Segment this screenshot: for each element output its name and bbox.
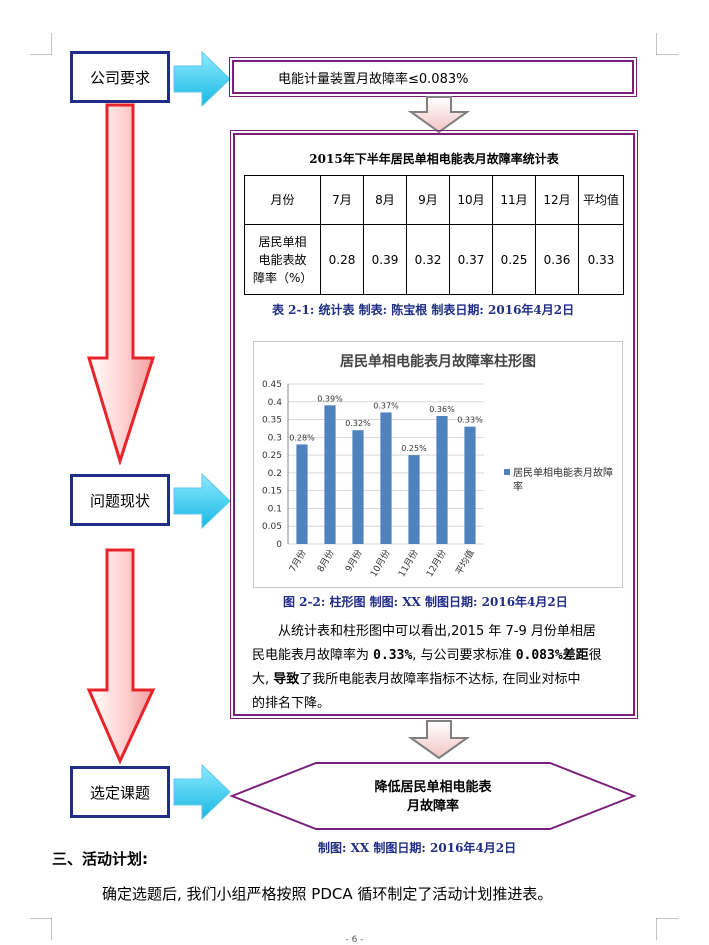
analysis-line-4: 的排名下降。 bbox=[252, 696, 331, 711]
analysis-gap: 0.083%差距 bbox=[515, 648, 589, 663]
bar-chart: 居民单相电能表月故障率柱形图 0 0.05 0.1 0.15 0.2 0.25 0.3 0.3… bbox=[262, 353, 613, 580]
analysis-paragraph: 从统计表和柱形图中可以看出,2015 年 7-9 月份单相居 民电能表月故障率为… bbox=[252, 620, 628, 716]
analysis-cause: 导致 bbox=[273, 672, 300, 687]
chart-y-tick-label: 0.1 bbox=[268, 504, 282, 514]
chart-y-tick-label: 0.05 bbox=[262, 522, 282, 532]
table-header-cell: 8月 bbox=[363, 175, 407, 225]
chart-x-tick-label: 7月份 bbox=[286, 548, 308, 575]
legend-label: 居民单相电能表月故障率 bbox=[513, 466, 613, 493]
goal-caption: 制图: XX 制图日期: 2016年4月2日 bbox=[318, 841, 517, 855]
chart-bars bbox=[296, 405, 476, 544]
chart-y-tick-label: 0.45 bbox=[262, 380, 282, 390]
chart-y-tick-label: 0.35 bbox=[262, 416, 282, 426]
section-heading: 三、活动计划: bbox=[52, 850, 148, 868]
problem-status-box: 问题现状 bbox=[70, 474, 170, 526]
failure-rate-table: 月份 7月 8月 9月 10月 11月 12月 平均值 居民单相电能表故障率（%… bbox=[244, 175, 624, 295]
cyan-right-arrow-2 bbox=[173, 472, 231, 530]
table-cell: 0.39 bbox=[363, 224, 407, 295]
analysis-text: 了我所电能表月故障率指标不达标, 在同业对标中 bbox=[299, 672, 581, 687]
chart-bar bbox=[408, 455, 420, 544]
chart-x-tick-label: 平均值 bbox=[453, 548, 477, 577]
table-cell: 0.37 bbox=[449, 224, 493, 295]
chart-y-tick-label: 0.2 bbox=[268, 469, 282, 479]
table-header-cell: 10月 bbox=[449, 175, 493, 225]
chart-data-label: 0.28% bbox=[289, 433, 315, 442]
crop-mark-top-right bbox=[656, 33, 678, 55]
requirement-box: 电能计量装置月故障率≤0.083% bbox=[229, 57, 637, 97]
goal-text: 降低居民单相电能表 月故障率 bbox=[228, 778, 638, 816]
goal-line-2: 月故障率 bbox=[406, 799, 459, 814]
table-caption: 表 2-1: 统计表 制表: 陈宝根 制表日期: 2016年4月2日 bbox=[272, 303, 575, 317]
table-row-label: 居民单相电能表故障率（%） bbox=[244, 224, 321, 295]
table-header-month: 月份 bbox=[244, 175, 321, 225]
red-down-arrow-1 bbox=[86, 103, 156, 465]
chart-y-tick-label: 0 bbox=[276, 540, 282, 550]
cyan-right-arrow-3 bbox=[173, 763, 231, 821]
topic-selection-box: 选定课题 bbox=[70, 766, 170, 818]
analysis-text: 大, bbox=[252, 672, 274, 687]
chart-x-tick-label: 11月份 bbox=[395, 548, 420, 580]
table-header-cell: 7月 bbox=[320, 175, 364, 225]
body-text: 确定选题后, 我们小组严格按照 PDCA 循环制定了活动计划推进表。 bbox=[102, 885, 553, 903]
chart-bar bbox=[352, 430, 364, 544]
chart-y-tick-label: 0.4 bbox=[268, 398, 283, 408]
table-header-cell: 平均值 bbox=[578, 175, 624, 225]
table-header-cell: 11月 bbox=[492, 175, 536, 225]
analysis-text: 民电能表月故障率为 bbox=[252, 648, 374, 663]
analysis-panel bbox=[230, 130, 638, 719]
chart-data-label: 0.25% bbox=[401, 444, 427, 453]
table-cell: 0.32 bbox=[406, 224, 450, 295]
table-title: 2015年下半年居民单相电能表月故障率统计表 bbox=[309, 152, 559, 166]
chart-y-tick-label: 0.3 bbox=[268, 433, 282, 443]
chart-x-tick-label: 8月份 bbox=[314, 548, 336, 575]
chart-y-tick-label: 0.15 bbox=[262, 487, 282, 497]
chart-bar bbox=[464, 426, 476, 544]
bar-chart-frame: 居民单相电能表月故障率柱形图 0 0.05 0.1 0.15 0.2 0.25 0.3 0.3… bbox=[253, 341, 623, 588]
chart-caption: 图 2-2: 柱形图 制图: XX 制图日期: 2016年4月2日 bbox=[283, 595, 568, 609]
requirement-text: 电能计量装置月故障率≤0.083% bbox=[278, 71, 469, 87]
table-cell: 0.25 bbox=[492, 224, 536, 295]
gray-down-arrow-2 bbox=[408, 720, 470, 760]
chart-data-label: 0.32% bbox=[345, 419, 371, 428]
page-number: - 6 - bbox=[345, 935, 364, 945]
table-cell: 0.36 bbox=[535, 224, 579, 295]
chart-y-ticks: 0 0.05 0.1 0.15 0.2 0.25 0.3 0.35 0.4 0.45 bbox=[262, 380, 282, 550]
table-header-cell: 12月 bbox=[535, 175, 579, 225]
crop-mark-top-left bbox=[30, 33, 52, 55]
chart-data-label: 0.33% bbox=[457, 416, 483, 425]
topic-selection-label: 选定课题 bbox=[89, 783, 150, 802]
company-requirement-label: 公司要求 bbox=[89, 68, 150, 87]
chart-gridlines bbox=[287, 383, 484, 545]
chart-x-tick-label: 9月份 bbox=[342, 548, 364, 575]
table-cell: 0.28 bbox=[320, 224, 364, 295]
problem-status-label: 问题现状 bbox=[89, 491, 150, 510]
chart-data-label: 0.36% bbox=[429, 405, 455, 414]
analysis-rate: 0.33% bbox=[373, 648, 413, 663]
analysis-text: , 与公司要求标准 bbox=[412, 648, 516, 663]
cyan-right-arrow-1 bbox=[173, 50, 231, 108]
chart-bar bbox=[296, 444, 308, 544]
chart-x-tick-label: 12月份 bbox=[423, 548, 448, 580]
gray-down-arrow-1 bbox=[408, 96, 470, 134]
analysis-text: 很 bbox=[588, 648, 602, 663]
chart-data-label: 0.39% bbox=[317, 394, 343, 403]
goal-line-1: 降低居民单相电能表 bbox=[374, 780, 492, 795]
chart-y-tick-label: 0.25 bbox=[262, 451, 282, 461]
analysis-line-1: 从统计表和柱形图中可以看出,2015 年 7-9 月份单相居 bbox=[278, 624, 596, 639]
chart-bar bbox=[324, 405, 336, 544]
legend-swatch bbox=[504, 469, 510, 475]
red-down-arrow-2 bbox=[86, 548, 156, 764]
table-header-cell: 9月 bbox=[406, 175, 450, 225]
goal-hexagon bbox=[229, 762, 637, 830]
chart-data-label: 0.37% bbox=[373, 401, 399, 410]
table-cell: 0.33 bbox=[578, 224, 624, 295]
chart-x-tick-label: 10月份 bbox=[367, 548, 392, 580]
company-requirement-box: 公司要求 bbox=[70, 51, 170, 103]
chart-bar bbox=[380, 412, 392, 544]
chart-title: 居民单相电能表月故障率柱形图 bbox=[340, 353, 536, 370]
chart-bar bbox=[436, 416, 448, 544]
chart-data-labels: 0.28% 0.39% 0.32%0.37% 0.25% 0.36%0.33% bbox=[289, 394, 483, 453]
